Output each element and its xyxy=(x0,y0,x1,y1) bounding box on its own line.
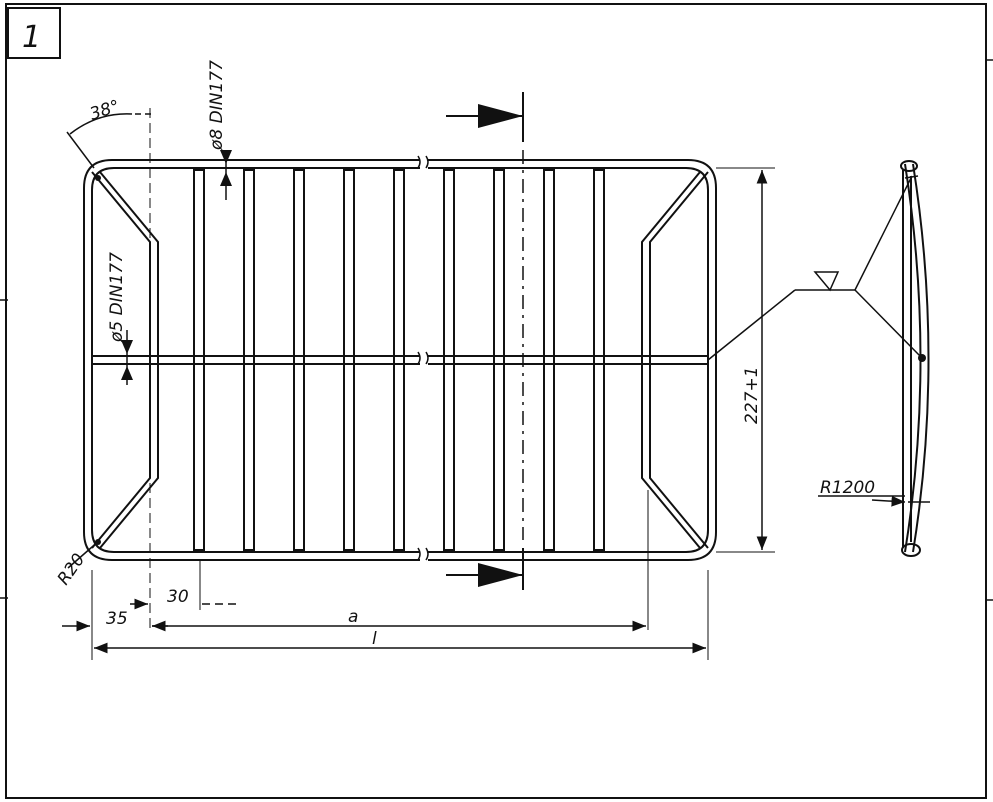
sheet-number: 1 xyxy=(22,20,41,55)
dim-35: 35 xyxy=(106,609,128,629)
sheet-number-box: 1 xyxy=(7,7,61,59)
sheet-frame xyxy=(0,3,993,799)
dim-l: l xyxy=(372,629,377,649)
corner-radius-callout: R20 xyxy=(54,175,101,589)
curve-radius-callout: R1200 xyxy=(818,478,930,507)
height-dimension: 227+1 xyxy=(716,167,775,553)
weld-symbol xyxy=(707,175,923,361)
section-markers xyxy=(446,92,524,590)
curve-radius-label: R1200 xyxy=(820,478,875,498)
grid-top-view xyxy=(83,155,717,561)
dim-30: 30 xyxy=(167,587,189,607)
wire-thin-label: ø5 DIN177 xyxy=(107,252,127,343)
wire-thin-callout: ø5 DIN177 xyxy=(107,252,133,385)
angle-label: 38° xyxy=(87,96,122,124)
wire-thick-callout: ø8 DIN177 xyxy=(207,60,232,200)
bottom-dimensions: 30 35 a l xyxy=(62,490,709,660)
height-label: 227+1 xyxy=(742,366,762,424)
dim-a: a xyxy=(348,607,358,627)
wire-thick-label: ø8 DIN177 xyxy=(207,60,227,151)
cross-bars xyxy=(193,169,605,551)
corner-radius-label: R20 xyxy=(54,550,90,589)
side-view xyxy=(900,160,930,557)
